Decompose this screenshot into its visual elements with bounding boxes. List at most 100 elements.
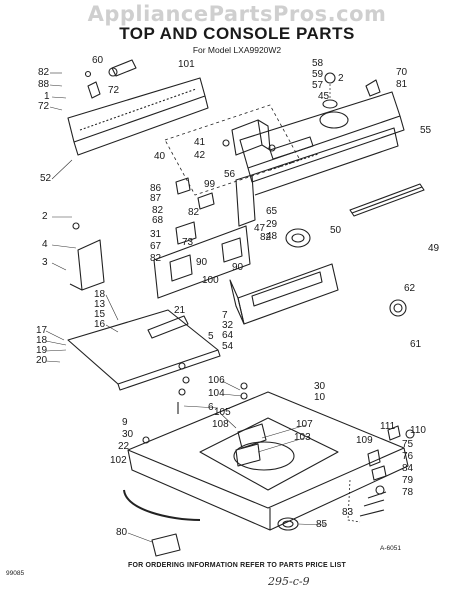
part-callout-48: 48 bbox=[266, 231, 278, 242]
leader-line bbox=[105, 294, 119, 321]
part-callout-70: 70 bbox=[396, 67, 408, 78]
part-callout-45: 45 bbox=[318, 91, 330, 102]
part-callout-76: 76 bbox=[402, 451, 414, 462]
dashed-box bbox=[164, 104, 301, 196]
part-callout-54: 54 bbox=[222, 341, 234, 352]
part-callout-90: 90 bbox=[232, 262, 244, 273]
part-callout-65: 65 bbox=[266, 206, 278, 217]
part-callout-87: 87 bbox=[150, 193, 162, 204]
part-callout-50: 50 bbox=[330, 225, 342, 236]
part-callout-16: 16 bbox=[94, 319, 106, 330]
part-callout-82: 82 bbox=[152, 205, 164, 216]
part-callout-103: 103 bbox=[294, 432, 311, 443]
part-callout-105: 105 bbox=[214, 407, 231, 418]
part-86 bbox=[175, 177, 191, 195]
part-102 bbox=[123, 489, 201, 521]
part-callout-21: 21 bbox=[174, 305, 186, 316]
part-bracket-4 bbox=[77, 239, 105, 291]
part-callout-88: 88 bbox=[38, 79, 50, 90]
part-callout-2: 2 bbox=[338, 73, 344, 84]
watermark-text: AppliancePartsPros.com bbox=[87, 2, 387, 26]
part-84 bbox=[367, 491, 387, 499]
part-callout-32: 32 bbox=[222, 320, 234, 331]
part-49 bbox=[349, 183, 425, 217]
part-callout-82: 82 bbox=[260, 232, 272, 243]
leader-lines bbox=[45, 72, 327, 543]
diagram-title: TOP AND CONSOLE PARTS bbox=[119, 24, 355, 43]
part-callout-75: 75 bbox=[402, 439, 414, 450]
part-99 bbox=[197, 192, 215, 210]
part-callout-31: 31 bbox=[150, 229, 162, 240]
leader-line bbox=[257, 437, 305, 453]
part-callout-59: 59 bbox=[312, 69, 324, 80]
leader-line bbox=[45, 360, 61, 363]
part-callout-78: 78 bbox=[402, 487, 414, 498]
part-88 bbox=[87, 81, 101, 99]
part-62 bbox=[389, 299, 407, 317]
part-callout-41: 41 bbox=[194, 137, 206, 148]
part-73 bbox=[175, 221, 197, 245]
part-callout-7: 7 bbox=[222, 310, 228, 321]
leader-line bbox=[127, 532, 153, 543]
part-callout-3: 3 bbox=[42, 257, 48, 268]
part-callout-22: 22 bbox=[118, 441, 130, 452]
part-callout-111: 111 bbox=[380, 421, 396, 432]
part-58-knob bbox=[324, 72, 336, 84]
drawing-code: 99085 bbox=[6, 570, 25, 577]
part-60-end bbox=[108, 67, 118, 77]
part-85 bbox=[277, 517, 299, 531]
part-79 bbox=[363, 499, 385, 507]
part-callout-57: 57 bbox=[312, 80, 324, 91]
part-callout-79: 79 bbox=[402, 475, 414, 486]
part-callout-13: 13 bbox=[94, 299, 106, 310]
bracket-31 bbox=[153, 225, 251, 299]
part-callout-20: 20 bbox=[36, 355, 48, 366]
part-57 bbox=[322, 99, 338, 109]
part-78 bbox=[359, 509, 385, 517]
part-111 bbox=[387, 425, 401, 441]
part-82-top bbox=[84, 70, 92, 78]
part-callout-30: 30 bbox=[122, 429, 134, 440]
part-callout-99: 99 bbox=[204, 179, 216, 190]
part-5 bbox=[178, 362, 186, 370]
part-callout-55: 55 bbox=[420, 125, 432, 136]
part-callout-58: 58 bbox=[312, 58, 324, 69]
part-callout-2: 2 bbox=[42, 211, 48, 222]
part-callout-102: 102 bbox=[110, 455, 127, 466]
leader-line bbox=[183, 405, 219, 409]
part-callout-60: 60 bbox=[92, 55, 104, 66]
leader-line bbox=[49, 84, 63, 87]
leader-line bbox=[219, 412, 237, 429]
part-callout-10: 10 bbox=[314, 392, 326, 403]
part-callout-19: 19 bbox=[36, 345, 48, 356]
part-104 bbox=[178, 388, 186, 396]
leader-line bbox=[221, 393, 243, 397]
part-callout-109: 109 bbox=[356, 435, 373, 446]
part-109 bbox=[367, 449, 381, 467]
part-70 bbox=[365, 79, 381, 97]
handwritten-note: 295-c-9 bbox=[268, 575, 310, 588]
part-callout-40: 40 bbox=[154, 151, 166, 162]
leader-line bbox=[51, 159, 73, 180]
part-callout-82: 82 bbox=[38, 67, 50, 78]
part-callout-52: 52 bbox=[40, 173, 52, 184]
part-75 bbox=[371, 465, 387, 481]
part-callout-29: 29 bbox=[266, 219, 278, 230]
part-110 bbox=[405, 429, 415, 439]
part-callout-90: 90 bbox=[196, 257, 208, 268]
part-callout-85: 85 bbox=[316, 519, 328, 530]
plate-21 bbox=[67, 309, 221, 391]
part-callout-67: 67 bbox=[150, 241, 162, 252]
part-9 bbox=[142, 436, 150, 444]
leader-line bbox=[45, 340, 67, 346]
leader-line bbox=[49, 106, 63, 111]
leader-line bbox=[51, 244, 77, 249]
part-106 bbox=[182, 376, 190, 384]
leader-line bbox=[105, 324, 119, 333]
part-callout-15: 15 bbox=[94, 309, 106, 320]
part-callout-82: 82 bbox=[150, 253, 162, 264]
part-callout-107: 107 bbox=[296, 419, 313, 430]
leader-line bbox=[45, 330, 65, 341]
leader-line bbox=[51, 262, 67, 271]
